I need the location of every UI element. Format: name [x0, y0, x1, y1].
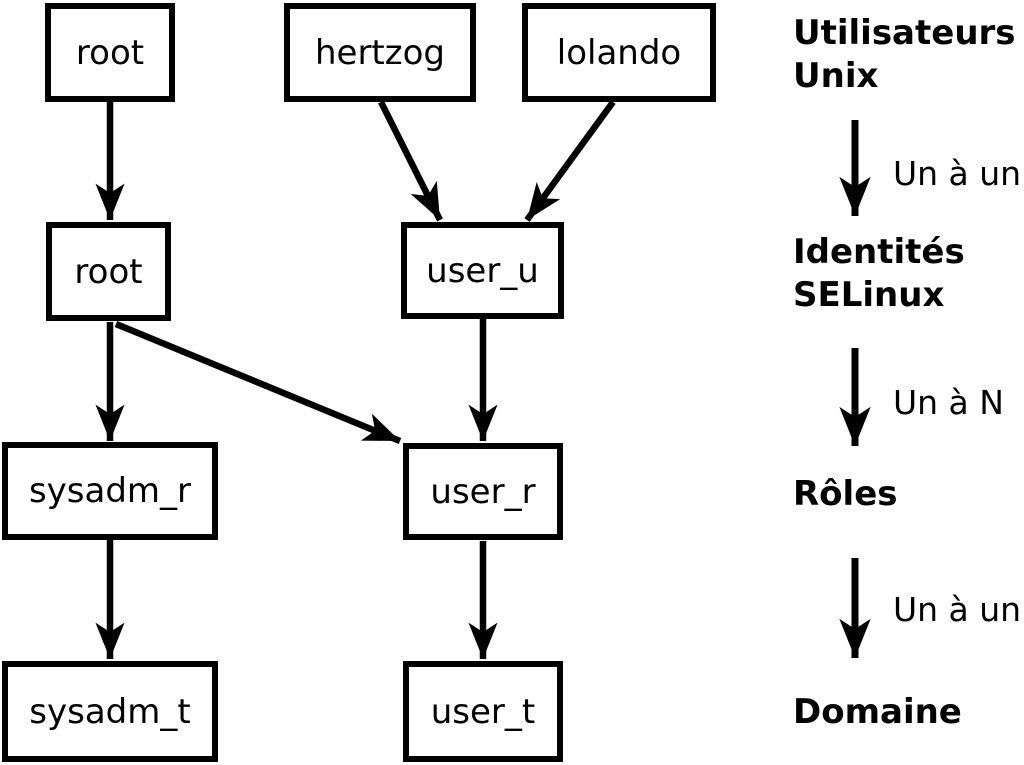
legend-stage-domaine: Domaine [793, 692, 962, 732]
arrow-hertzog-to-user-u [378, 100, 443, 222]
node-role-user-r-label: user_r [430, 471, 536, 512]
node-domain-sysadm-t-label: sysadm_t [29, 691, 191, 732]
node-role-user-r: user_r [403, 443, 563, 540]
node-domain-user-t-label: user_t [430, 691, 536, 732]
legend-stage-identites-selinux: Identités SELinux [793, 231, 965, 317]
node-unix-hertzog-label: hertzog [314, 32, 445, 73]
node-unix-root-label: root [75, 32, 145, 73]
node-selinux-root: root [46, 222, 171, 321]
legend-stage-roles: Rôles [793, 474, 898, 514]
legend-stage-utilisateurs-unix: Utilisateurs Unix [793, 12, 1016, 98]
arrow-selinux-root-to-user-r [114, 320, 402, 445]
node-unix-lolando: lolando [522, 3, 716, 102]
legend-relation-un-a-un-1: Un à un [893, 154, 1022, 193]
node-selinux-user-u-label: user_u [426, 250, 539, 291]
node-role-sysadm-r-label: sysadm_r [28, 471, 192, 511]
node-role-sysadm-r: sysadm_r [2, 442, 218, 540]
node-domain-user-t: user_t [403, 661, 563, 762]
node-domain-sysadm-t: sysadm_t [2, 661, 218, 762]
arrow-lolando-to-user-u [524, 100, 616, 222]
node-unix-hertzog: hertzog [284, 3, 476, 102]
legend-relation-un-a-un-2: Un à un [893, 590, 1022, 629]
legend-stage-identites-line1: Identités [793, 232, 965, 272]
node-unix-lolando-label: lolando [556, 32, 682, 73]
node-selinux-root-label: root [74, 251, 143, 292]
node-selinux-user-u: user_u [401, 222, 564, 319]
node-unix-root: root [45, 3, 175, 102]
legend-stage-utilisateurs-line1: Utilisateurs [793, 13, 1016, 53]
legend-relation-un-a-n: Un à N [893, 383, 1004, 422]
legend-stage-utilisateurs-line2: Unix [793, 56, 879, 96]
legend-stage-identites-line2: SELinux [793, 275, 945, 315]
